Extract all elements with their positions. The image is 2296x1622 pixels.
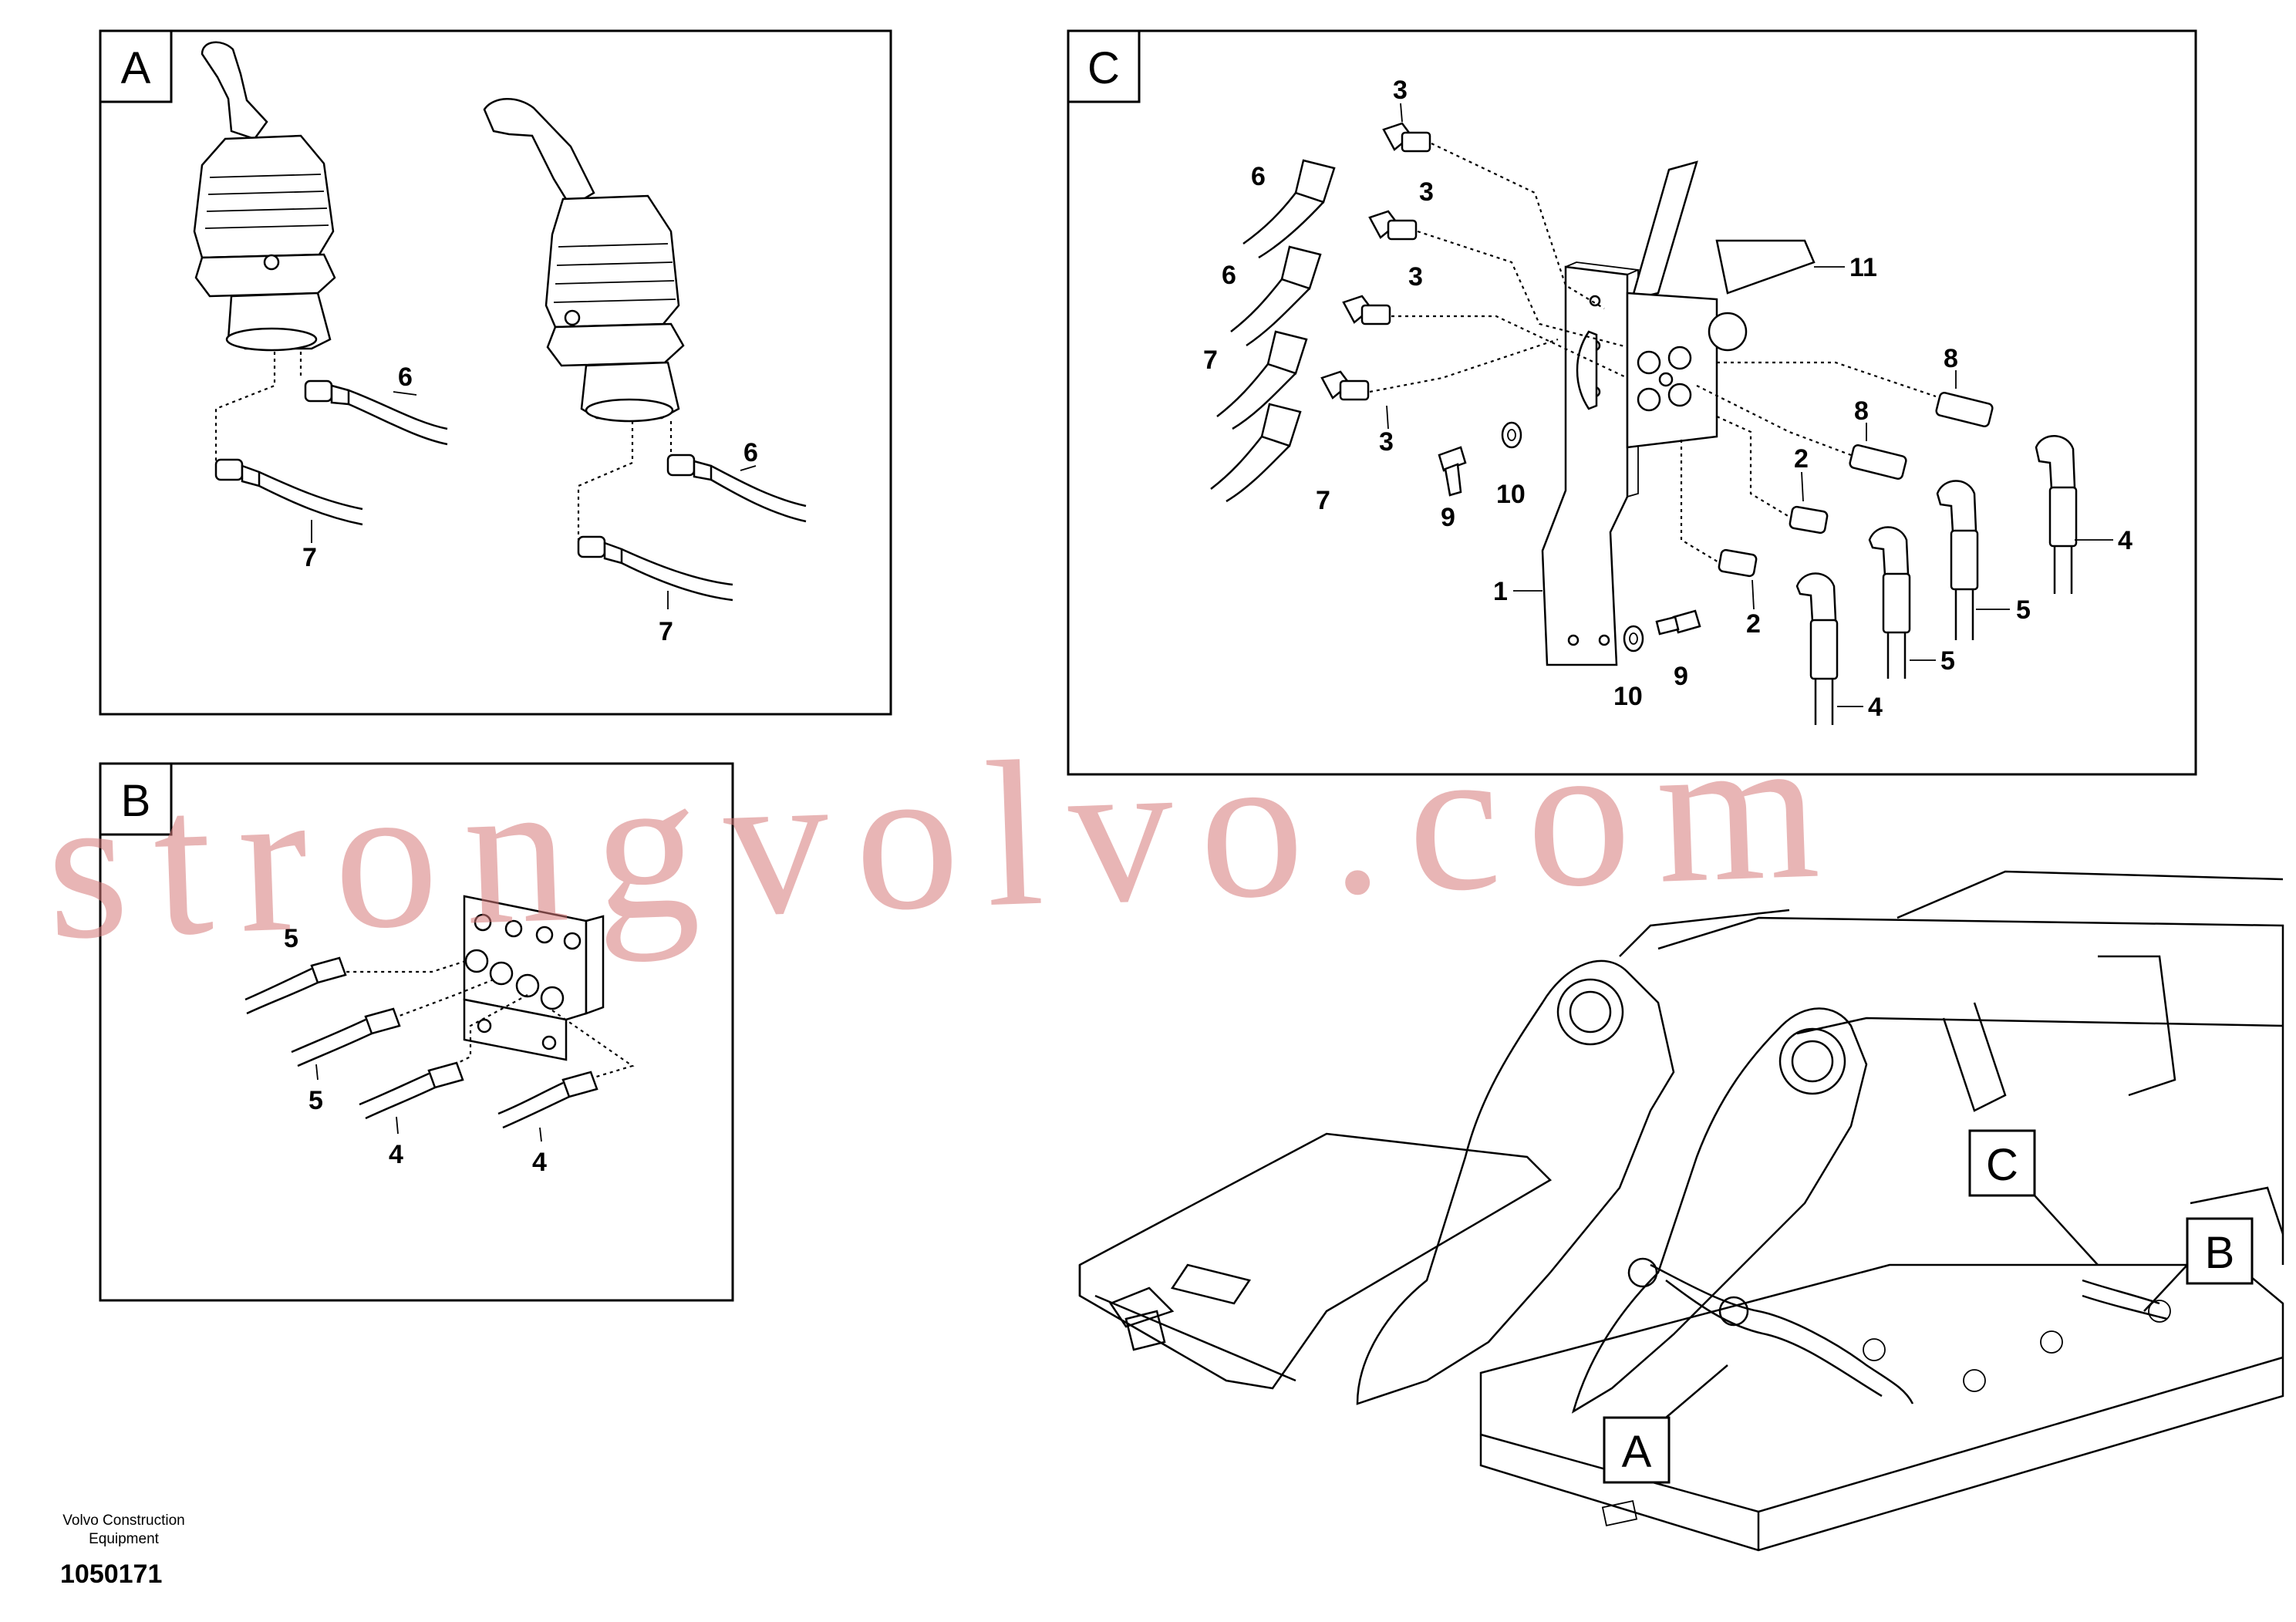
marker-c-letter: C — [1986, 1140, 2018, 1190]
leader-c-2a — [1801, 471, 1804, 502]
leader-c-3a — [1400, 103, 1403, 123]
callout-c-9a: 9 — [1441, 503, 1455, 532]
callout-c-10b: 10 — [1613, 682, 1643, 711]
callout-c-2a: 2 — [1794, 444, 1809, 474]
joystick-left-hoses — [214, 352, 448, 526]
callout-a-7b: 7 — [659, 617, 673, 646]
callout-b-4b: 4 — [532, 1148, 547, 1177]
leader-a-6b — [740, 465, 757, 471]
callout-b-5a: 5 — [284, 924, 298, 953]
callout-c-3b: 3 — [1419, 177, 1434, 207]
hoses-part-6-7 — [1210, 159, 1336, 503]
panel-c-label-box — [1067, 29, 1141, 103]
machine-frame-overview: A B C — [1078, 870, 2284, 1552]
callout-c-5b: 5 — [1940, 646, 1955, 676]
callout-c-9b: 9 — [1674, 662, 1688, 691]
leader-a-6 — [393, 391, 417, 396]
adapters-part-2 — [1680, 415, 1829, 578]
callout-c-1: 1 — [1493, 577, 1508, 606]
leader-b-5b — [315, 1064, 319, 1081]
location-marker-a: A — [1603, 1364, 1728, 1484]
pedal-valve-part-11 — [1576, 160, 1816, 449]
callout-c-5a: 5 — [2016, 595, 2031, 625]
panel-c: C 11 — [1067, 29, 2197, 776]
callout-b-5b: 5 — [308, 1086, 323, 1115]
joystick-right — [483, 98, 685, 423]
callout-b-4a: 4 — [389, 1140, 403, 1169]
leader-c-2b — [1752, 579, 1755, 610]
callout-c-10a: 10 — [1496, 480, 1526, 509]
callout-a-6b: 6 — [743, 438, 758, 467]
panel-b: B 5 5 4 — [99, 762, 734, 1302]
callout-a-6: 6 — [398, 363, 413, 392]
panel-a-letter: A — [121, 43, 151, 93]
callout-c-4a: 4 — [2118, 526, 2132, 555]
callout-c-6b: 6 — [1222, 261, 1236, 290]
leader-b-4b — [539, 1127, 542, 1142]
panel-b-label-box — [99, 762, 173, 836]
location-marker-b: B — [2143, 1217, 2254, 1312]
callout-c-8a: 8 — [1944, 344, 1958, 373]
callout-c-3a: 3 — [1393, 76, 1408, 105]
joystick-left — [193, 41, 336, 352]
adapters-part-8 — [1696, 361, 1994, 480]
hoses-part-4-5 — [1795, 435, 2078, 725]
panel-c-letter: C — [1087, 43, 1120, 93]
location-marker-c: C — [1968, 1129, 2099, 1266]
bolts-washers — [1438, 421, 1701, 653]
callout-c-3d: 3 — [1379, 427, 1394, 457]
footer-company: Volvo Construction Equipment — [60, 1512, 187, 1549]
leader-c-3d — [1386, 405, 1389, 430]
callout-c-4b: 4 — [1868, 693, 1883, 722]
panel-b-letter: B — [121, 776, 151, 826]
hoses-b — [244, 956, 635, 1129]
footer-company-line1: Volvo Construction — [62, 1512, 185, 1529]
footer-company-line2: Equipment — [89, 1531, 159, 1547]
callout-c-2b: 2 — [1746, 609, 1761, 639]
panel-b-frame — [99, 762, 734, 1302]
callout-c-7b: 7 — [1316, 486, 1330, 515]
callout-c-7a: 7 — [1203, 346, 1218, 375]
adapters-part-3 — [1320, 122, 1628, 401]
leader-b-4a — [396, 1116, 399, 1135]
figure-number: 1050171 — [60, 1560, 163, 1589]
marker-b-letter: B — [2205, 1228, 2235, 1278]
callout-c-6a: 6 — [1251, 162, 1266, 191]
callout-c-11: 11 — [1849, 253, 1877, 282]
callout-c-3c: 3 — [1408, 262, 1423, 292]
marker-a-letter: A — [1622, 1427, 1652, 1477]
panel-a-label-box — [99, 29, 173, 103]
callout-a-7: 7 — [302, 543, 317, 572]
panel-a: A 6 7 — [99, 29, 892, 716]
callout-c-8b: 8 — [1854, 396, 1869, 426]
joystick-right-hoses — [577, 421, 807, 602]
panel-a-frame — [99, 29, 892, 716]
